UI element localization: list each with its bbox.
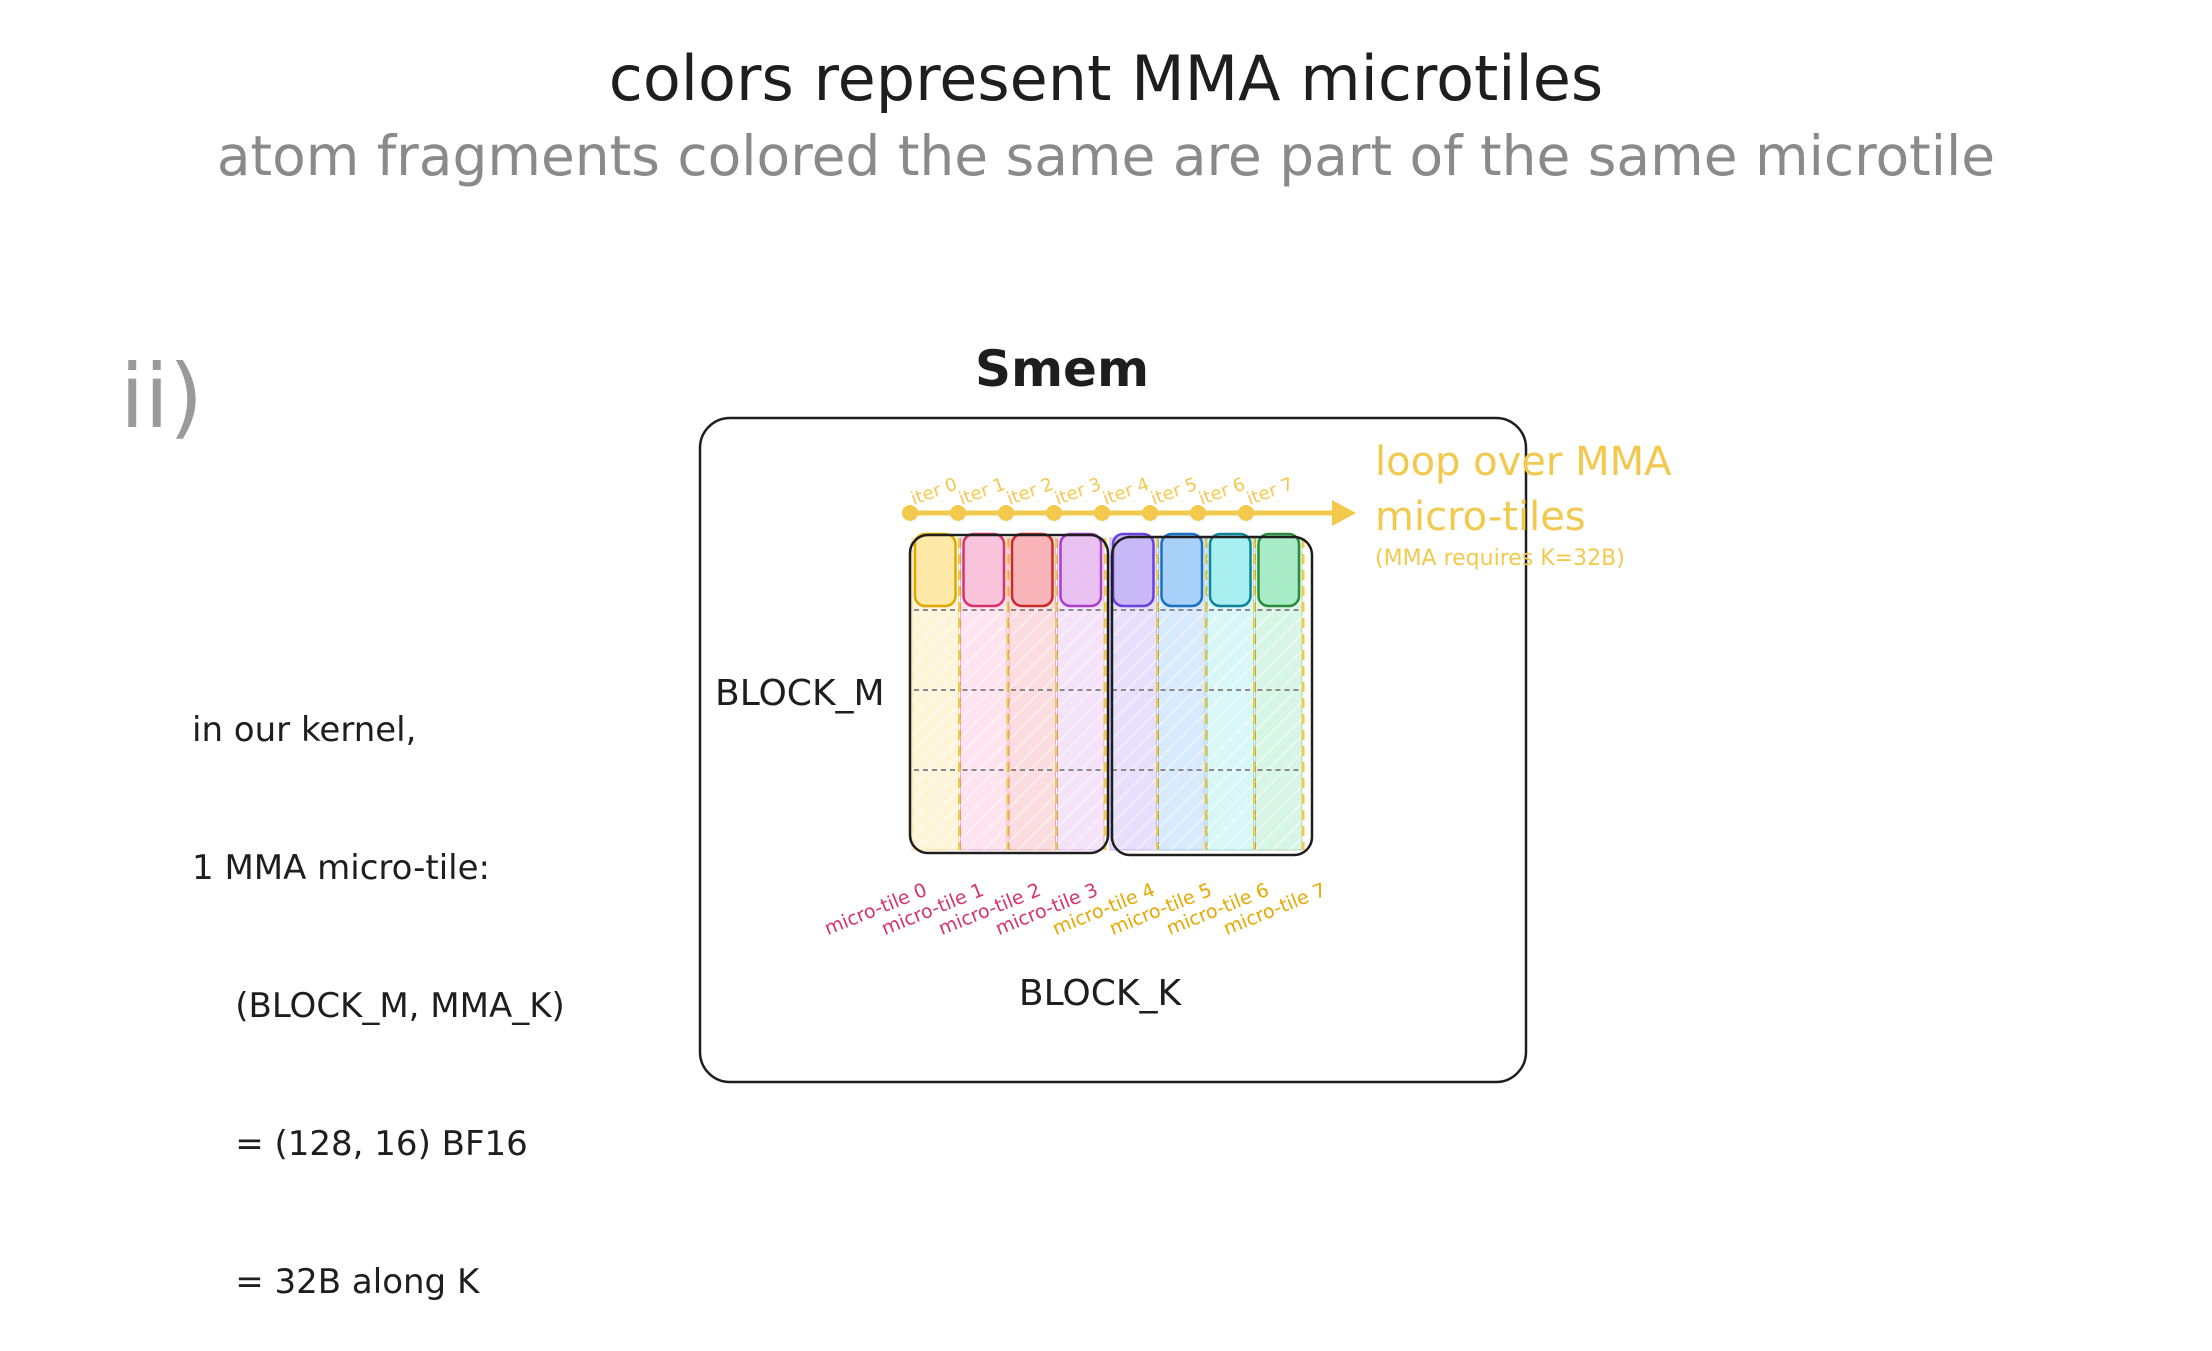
block-m-label: BLOCK_M <box>715 673 885 714</box>
iteration-tick <box>998 505 1014 521</box>
kernel-note-line: 1 MMA micro-tile: <box>192 848 490 888</box>
iteration-label: iter 6 <box>1196 474 1248 510</box>
microtile-head-atom <box>962 532 1006 608</box>
tile-group-outline-left <box>908 533 1110 855</box>
kernel-note-line: in our kernel, <box>192 710 417 750</box>
iteration-tick <box>1238 505 1254 521</box>
smem-diagram: Smem BLOCK_M BLOCK_K micro-tile 0micro-t… <box>698 340 1672 1084</box>
block-k-label: BLOCK_K <box>1019 973 1183 1014</box>
iteration-label: iter 4 <box>1100 474 1152 510</box>
microtile-head-atom <box>1010 532 1054 608</box>
smem-title: Smem <box>975 340 1149 398</box>
iteration-label: iter 5 <box>1148 474 1200 510</box>
iteration-label: iter 1 <box>956 474 1008 510</box>
microtile-head-atom <box>913 532 957 608</box>
iteration-tick <box>902 505 918 521</box>
iteration-tick <box>1094 505 1110 521</box>
iteration-label: iter 7 <box>1244 474 1296 510</box>
iteration-axis-arrowhead <box>1332 500 1356 526</box>
kernel-note-line: = 32B along K <box>192 1262 480 1302</box>
loop-note-line2: micro-tiles <box>1375 494 1586 540</box>
iteration-label: iter 2 <box>1004 474 1056 510</box>
loop-note-line1: loop over MMA <box>1375 439 1672 485</box>
section-label: ii) <box>120 345 204 448</box>
microtile-head-atom <box>1257 532 1301 608</box>
tile-group-outline-right <box>1110 535 1314 857</box>
loop-note-line3: (MMA requires K=32B) <box>1375 546 1625 571</box>
iteration-tick <box>1142 505 1158 521</box>
smem-container <box>698 416 1528 1084</box>
kernel-note-line: = (128, 16) BF16 <box>192 1124 528 1164</box>
iteration-tick <box>1190 505 1206 521</box>
kernel-note-line: (BLOCK_M, MMA_K) <box>192 986 565 1026</box>
diagram-title: colors represent MMA microtiles <box>608 42 1604 115</box>
microtile-head-atom <box>1059 532 1103 608</box>
iteration-label: iter 0 <box>908 474 960 510</box>
iteration-tick <box>1046 505 1062 521</box>
iteration-label: iter 3 <box>1052 474 1104 510</box>
iteration-tick <box>950 505 966 521</box>
microtile-head-atom <box>1160 532 1204 608</box>
microtile-head-atom <box>1208 532 1252 608</box>
diagram-subtitle: atom fragments colored the same are part… <box>216 124 1996 188</box>
microtile-head-atom <box>1111 532 1155 608</box>
